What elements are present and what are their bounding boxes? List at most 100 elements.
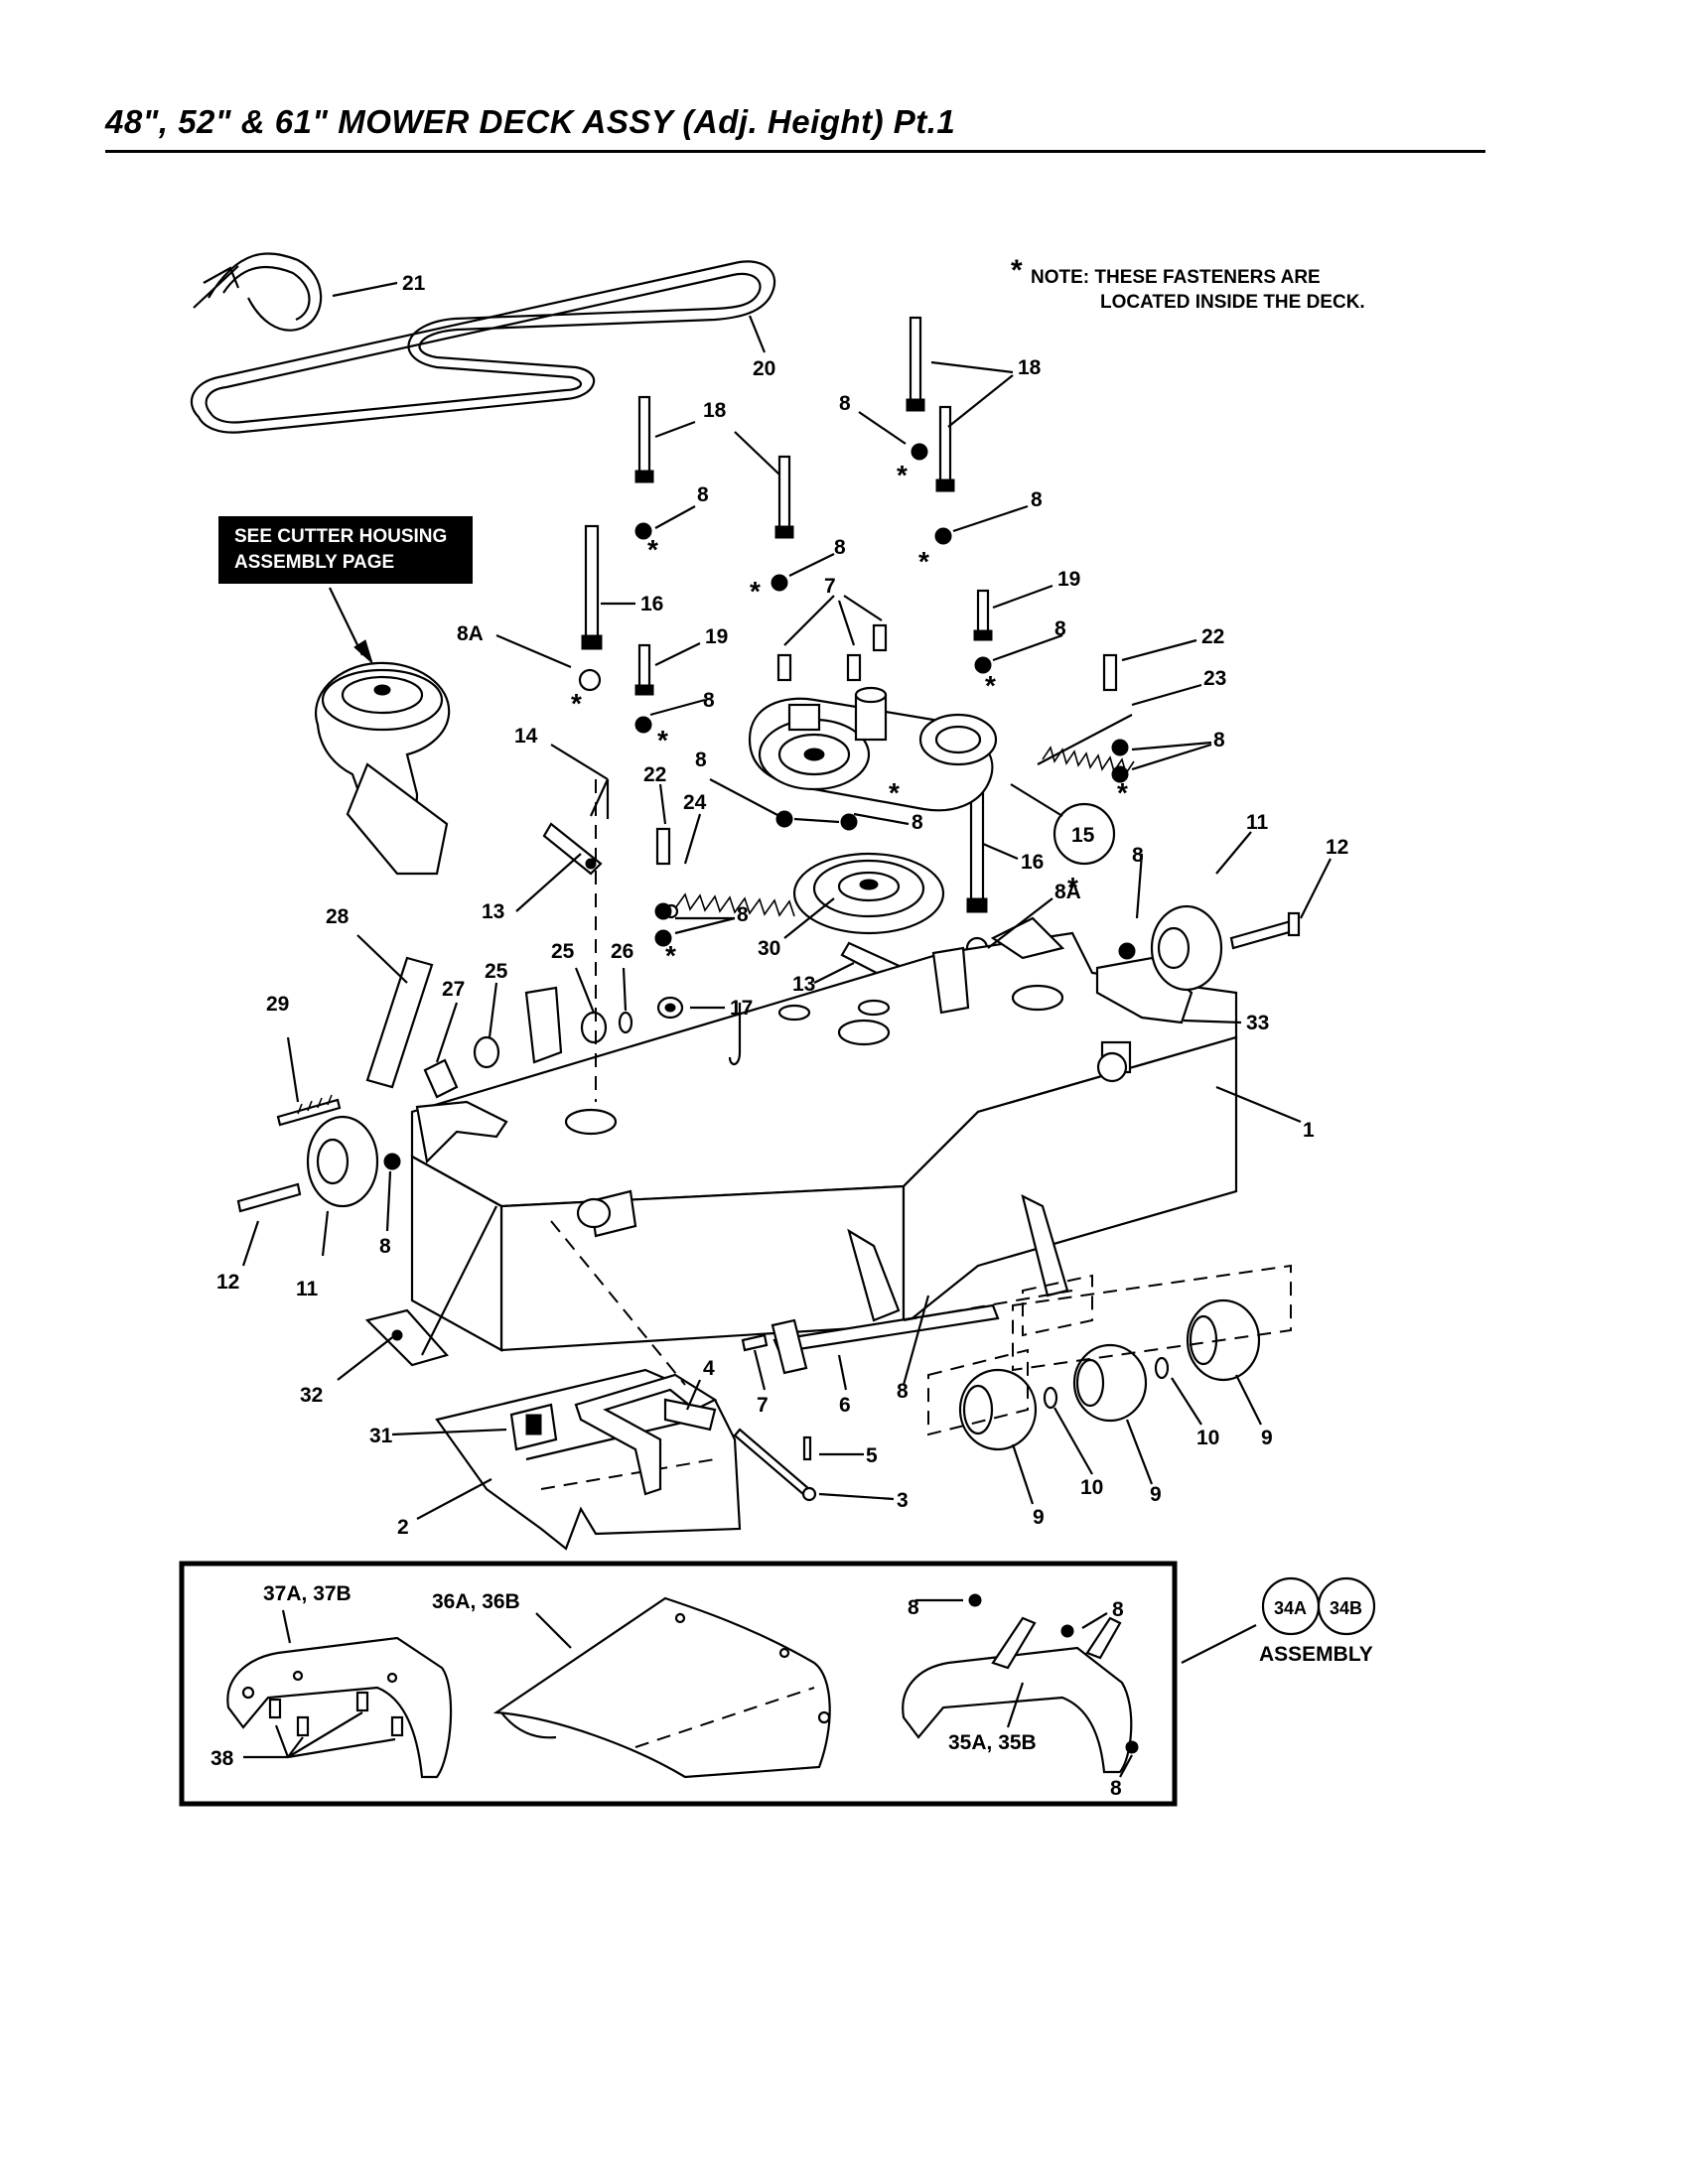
washer-17 [656,996,684,1020]
callout-8: 8 [737,903,749,926]
callout-34A: 34A [1274,1598,1307,1618]
callout-10: 10 [1080,1476,1103,1499]
wheel-11-right [1150,904,1301,992]
callout-9: 9 [1261,1427,1273,1449]
assembly-callout: 34A 34B ASSEMBLY [1259,1598,1373,1666]
callout-30: 30 [758,937,780,960]
callout-4: 4 [703,1357,715,1380]
callout-14: 14 [514,725,538,748]
callout-8: 8 [897,1380,909,1403]
asterisk: * [918,546,929,577]
pin-28 [365,956,434,1089]
assembly-label: ASSEMBLY [1259,1643,1373,1666]
wheel-11-left [236,1115,379,1213]
asterisk: * [571,688,582,719]
bolt-16-left [578,524,603,692]
bolts-7 [776,623,888,682]
bolt-22-right [1102,653,1118,692]
callout-18: 18 [1018,356,1042,379]
belt-21 [193,252,323,332]
bracket-13-left [542,822,603,876]
callout-8: 8 [1054,617,1066,640]
callout-2: 2 [397,1516,409,1539]
callout-13: 13 [482,900,504,923]
callout-36: 36A, 36B [432,1590,520,1613]
bolt-29 [276,1094,342,1127]
callout-8: 8 [379,1235,391,1258]
callout-8: 8 [1031,488,1043,511]
bushing-25 [473,1011,608,1069]
callout-12: 12 [1326,836,1348,859]
asterisk: * [657,725,668,755]
callout-8: 8 [1132,844,1144,867]
callout-22: 22 [1201,625,1224,648]
asterisk: * [647,534,658,565]
callout-8: 8 [1213,729,1225,751]
page-title: 48", 52" & 61" MOWER DECK ASSY (Adj. Hei… [105,103,956,140]
callout-27: 27 [442,978,465,1001]
callout-6: 6 [839,1394,851,1417]
bolt-18-mid [774,455,794,539]
asterisk: * [665,940,676,971]
callout-25: 25 [551,940,575,963]
asterisk: * [1067,872,1078,902]
callout-22: 22 [643,763,666,786]
arm-4 [574,1373,718,1496]
callout-8A: 8A [1054,881,1081,903]
plate-31 [509,1403,558,1451]
svg-text:SEE CUTTER HOUSING: SEE CUTTER HOUSING [234,526,447,547]
callout-12: 12 [216,1271,239,1294]
callout-8: 8 [703,689,715,712]
callout-28: 28 [326,905,350,928]
callout-8A: 8A [457,622,484,645]
tube-33 [576,1051,1128,1229]
callout-8: 8 [834,536,846,559]
leader-lines [241,281,1332,1520]
rollers-9 [958,1298,1261,1451]
callout-23: 23 [1203,667,1226,690]
bolt-19-right [973,589,993,641]
callout-16: 16 [640,593,663,615]
sleeve-27 [423,1058,459,1099]
callout-34B: 34B [1330,1598,1362,1618]
callout-8: 8 [908,1596,919,1619]
asterisk: * [897,460,908,490]
callout-1: 1 [1303,1119,1315,1142]
callout-17: 17 [730,997,753,1020]
svg-text:ASSEMBLY PAGE: ASSEMBLY PAGE [234,552,394,573]
asterisk: * [750,576,761,607]
pulley-30 [792,852,945,935]
belt-20 [190,260,776,434]
callout-21: 21 [402,272,426,295]
callout-25: 25 [485,960,508,983]
callout-7: 7 [824,575,836,598]
pin-5-3 [733,1428,817,1502]
callout-13: 13 [792,973,815,996]
washers-10 [1043,1356,1170,1410]
idler-pulley-assembly [748,686,998,812]
callout-24: 24 [683,791,707,814]
callout-29: 29 [266,993,289,1016]
callout-8: 8 [1110,1777,1122,1800]
callout-37: 37A, 37B [263,1582,351,1605]
callout-9: 9 [1033,1506,1045,1529]
callout-5: 5 [866,1444,878,1467]
bolt-18-top [906,316,925,412]
callout-18: 18 [703,399,727,422]
asterisk: * [985,670,996,701]
see-cutter-housing-box: SEE CUTTER HOUSING ASSEMBLY PAGE [218,516,473,665]
callout-11: 11 [296,1278,319,1300]
asterisk: * [1117,777,1128,808]
asterisk: * [889,777,900,808]
callout-16: 16 [1021,851,1044,874]
callout-3: 3 [897,1489,909,1512]
callout-15: 15 [1010,783,1116,866]
callout-35: 35A, 35B [948,1731,1037,1754]
callout-9: 9 [1150,1483,1162,1506]
cutter-housing-spindle [315,661,451,876]
washer-26 [618,1011,633,1034]
callout-7: 7 [757,1394,769,1417]
spring-24 [663,892,795,919]
bolt-7-bottom [741,1333,769,1352]
